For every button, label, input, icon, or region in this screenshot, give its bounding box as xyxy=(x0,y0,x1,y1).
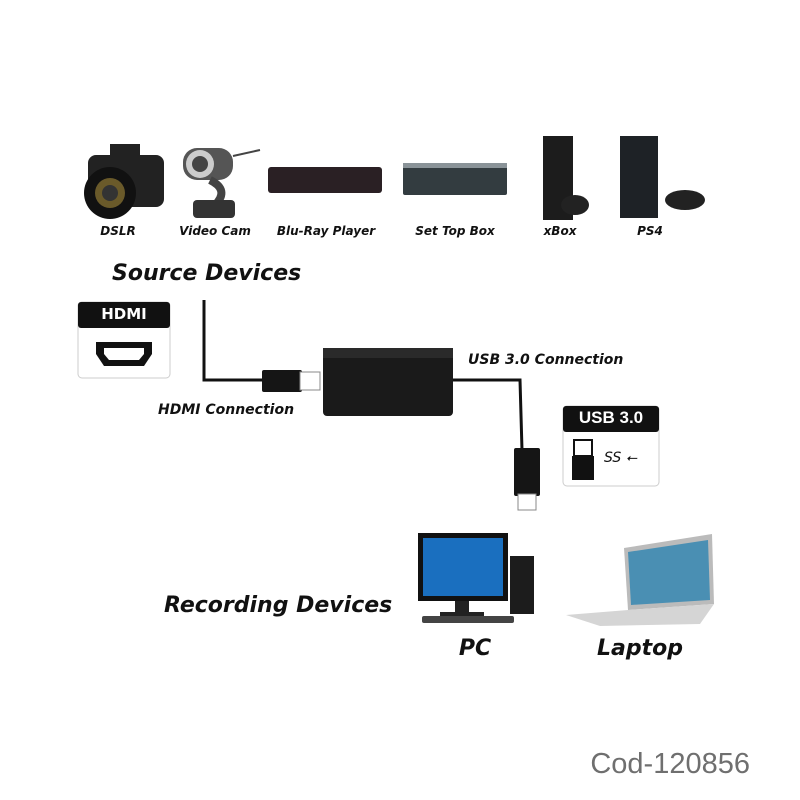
usb-connection-label: USB 3.0 Connection xyxy=(468,352,624,368)
set-top-box-icon xyxy=(403,163,507,195)
device-label-video-cam: Video Cam xyxy=(179,224,251,238)
device-label-dslr: DSLR xyxy=(100,224,136,238)
device-label-ps4: PS4 xyxy=(637,224,663,238)
device-label-bluray: Blu-Ray Player xyxy=(276,224,376,238)
device-label-pc: PC xyxy=(458,636,492,661)
xbox-console-icon xyxy=(543,136,589,220)
source-devices-title: Source Devices xyxy=(112,261,302,286)
recording-devices-title: Recording Devices xyxy=(164,593,393,618)
webcam-icon xyxy=(183,148,261,218)
ps4-console-icon xyxy=(620,136,705,218)
capture-card-icon xyxy=(323,348,453,416)
hdmi-badge xyxy=(77,301,171,379)
dslr-camera-icon xyxy=(84,144,164,219)
usb-badge-text: USB 3.0 xyxy=(578,408,644,427)
device-label-laptop: Laptop xyxy=(597,636,683,661)
usb-cable xyxy=(453,378,524,451)
bluray-player-icon xyxy=(268,167,382,193)
laptop-icon xyxy=(566,534,714,626)
product-code: Cod-120856 xyxy=(590,748,750,780)
desktop-pc-icon xyxy=(418,533,534,623)
device-label-xbox: xBox xyxy=(543,224,577,238)
device-label-set-top-box: Set Top Box xyxy=(415,224,495,238)
superspeed-logo: SS ⭠ xyxy=(604,450,637,466)
hdmi-cable xyxy=(202,300,268,382)
usb-3-badge xyxy=(562,405,660,487)
hdmi-badge-text: HDMI xyxy=(101,305,147,323)
usb-trident-icon: ⭠ xyxy=(621,450,637,466)
superspeed-text: SS xyxy=(604,450,622,466)
hdmi-connection-label: HDMI Connection xyxy=(158,402,295,418)
